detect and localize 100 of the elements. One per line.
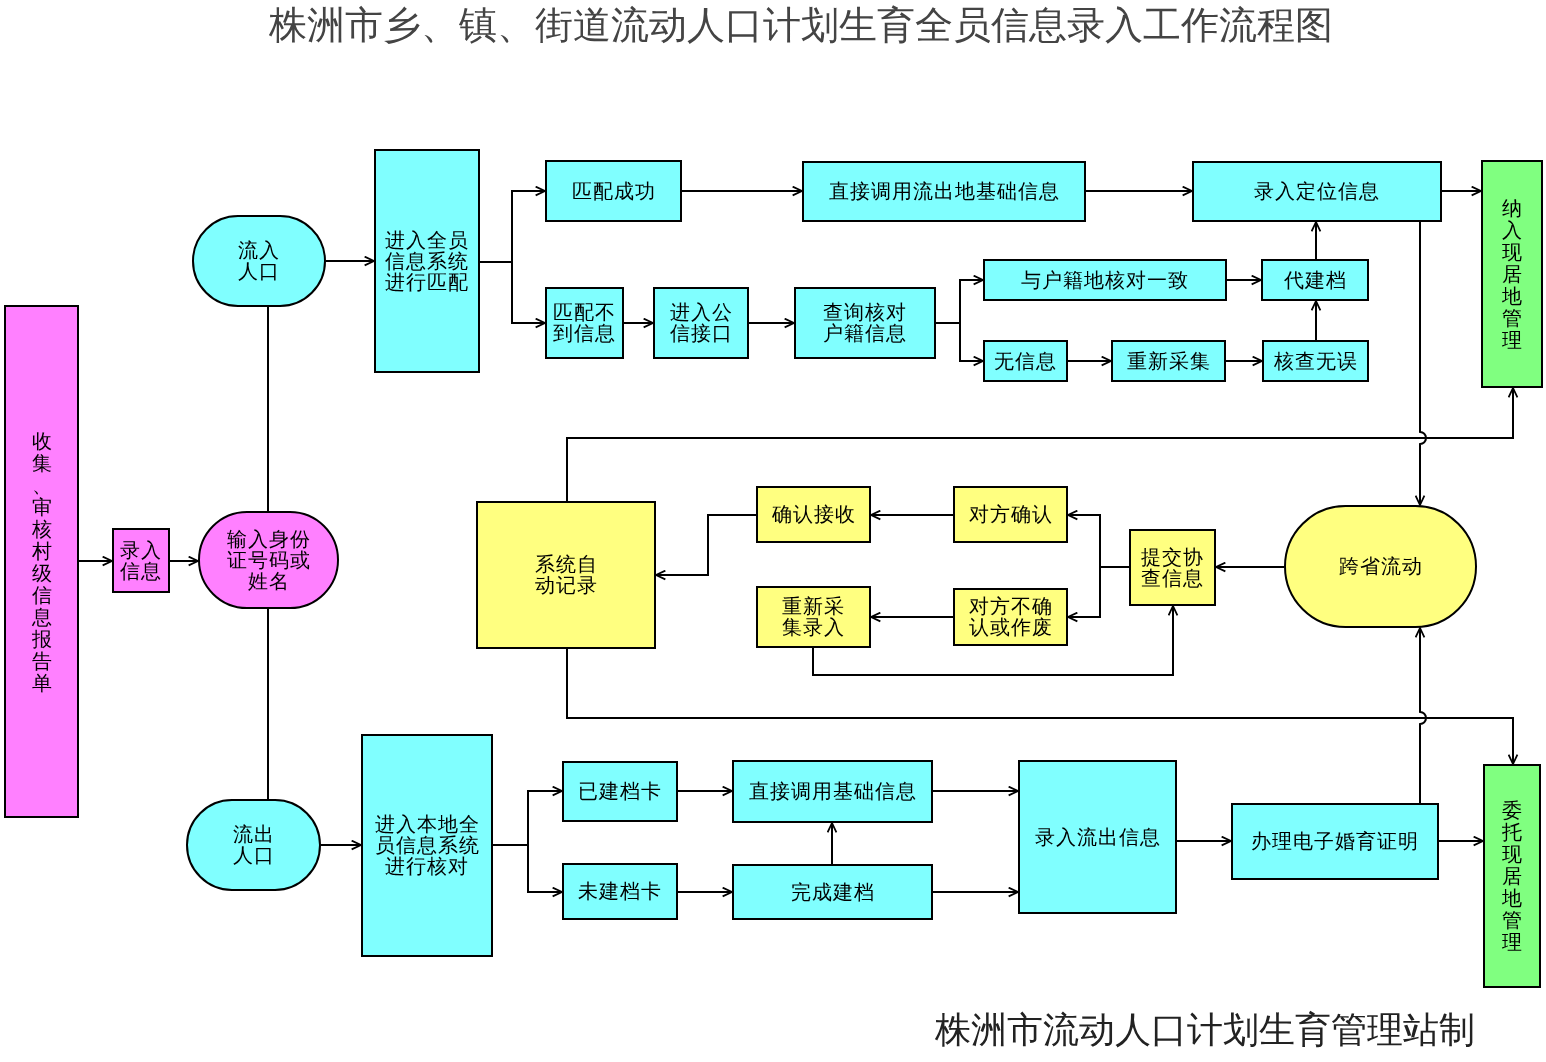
arrow [566,648,1519,765]
process-box [562,863,678,920]
arrow [812,605,1179,676]
step-text: 纳入现居地管理 [1502,197,1522,351]
process-box [953,588,1068,646]
step-text: 无信息 [994,350,1057,372]
process-box [1483,764,1541,988]
process-box [1129,529,1216,606]
step-text: 未建档卡 [578,881,662,902]
diagram-title: 株洲市乡、镇、街道流动人口计划生育全员信息录入工作流程图 [269,2,1333,48]
step-text: 办理电子婚育证明 [1251,831,1419,852]
process-box [983,340,1068,382]
connector-line [267,608,269,800]
step-text: 收集、审核村级信息报告单 [31,429,52,694]
process-box [545,160,682,222]
arrow [1414,221,1427,506]
step-text: 进入全员信息系统进行匹配 [384,229,470,293]
arrow [677,886,733,898]
process-box [1018,760,1177,914]
arrow [78,555,113,567]
process-box [1262,340,1369,382]
process-box [1481,160,1543,388]
step-text: 确认接收 [771,504,856,525]
arrow [677,785,733,797]
step-text: 流出人口 [231,824,276,866]
step-text: 重新采集 [1126,350,1211,372]
step-text: 对方确认 [968,504,1053,525]
arrow [870,509,954,521]
credit-note: 株洲市流动人口计划生育管理站制 [935,1008,1475,1052]
process-box [1192,161,1442,222]
arrow [932,785,1019,797]
arrow [325,255,375,267]
process-box [732,864,933,920]
step-text: 录入定位信息 [1254,181,1380,202]
process-box [756,586,871,648]
step-text: 核查无误 [1273,350,1358,372]
arrow [870,611,954,623]
arrow [1085,185,1193,197]
arrow [492,844,563,898]
step-text: 输入身份证号码或姓名 [225,528,312,592]
arrow [623,317,654,329]
arrow [1310,221,1322,260]
step-text: 重新采集录入 [781,596,846,638]
arrow [1226,274,1262,286]
step-text: 进入本地全员信息系统进行核对 [373,814,481,877]
arrow [1441,185,1482,197]
arrow [1414,627,1427,804]
arrow [1176,835,1232,847]
step-text: 已建档卡 [578,781,662,802]
step-text: 录入流出信息 [1034,826,1161,848]
arrow [1225,355,1263,367]
process-box [562,761,678,822]
arrow [566,387,1519,502]
step-text: 录入信息 [119,539,163,582]
arrow [479,261,546,329]
step-text: 进入公信接口 [668,302,734,344]
step-text: 匹配不到信息 [552,302,617,344]
arrow [935,322,984,367]
process-box [653,287,749,359]
process-box [732,760,933,823]
arrow [1067,566,1130,623]
step-text: 流入人口 [237,240,281,282]
step-text: 完成建档 [790,881,875,903]
process-box [983,259,1227,301]
step-text: 查询核对户籍信息 [822,302,908,344]
process-box [1261,259,1369,301]
arrow [748,317,795,329]
arrow [655,514,757,581]
step-text: 代建档 [1283,269,1347,291]
step-text: 系统自动记录 [533,554,599,596]
process-box [802,161,1086,222]
arrow [1438,835,1484,847]
process-box [112,528,170,593]
step-text: 与户籍地核对一致 [1021,269,1189,291]
arrow [826,822,838,865]
arrow [320,839,362,851]
arrow [169,555,199,567]
step-text: 直接调用基础信息 [748,781,917,802]
process-box [794,287,936,359]
step-text: 委托现居地管理 [1502,799,1522,953]
process-box [1111,340,1226,382]
process-box [756,486,871,543]
process-box [545,287,624,359]
process-box [953,486,1068,543]
step-text: 匹配成功 [571,180,656,202]
arrow [932,886,1019,898]
step-text: 直接调用流出地基础信息 [828,181,1060,202]
process-box [361,734,493,957]
connector-line [267,306,269,512]
process-box [1231,803,1439,880]
arrow [1215,561,1285,573]
arrow [681,185,803,197]
process-box [476,501,656,649]
step-text: 跨省流动 [1338,556,1423,577]
step-text: 对方不确认或作废 [967,596,1054,638]
process-box [374,149,480,373]
process-box [4,305,79,818]
arrow [1067,355,1112,367]
step-text: 提交协查信息 [1140,546,1205,589]
arrow [1310,300,1322,341]
